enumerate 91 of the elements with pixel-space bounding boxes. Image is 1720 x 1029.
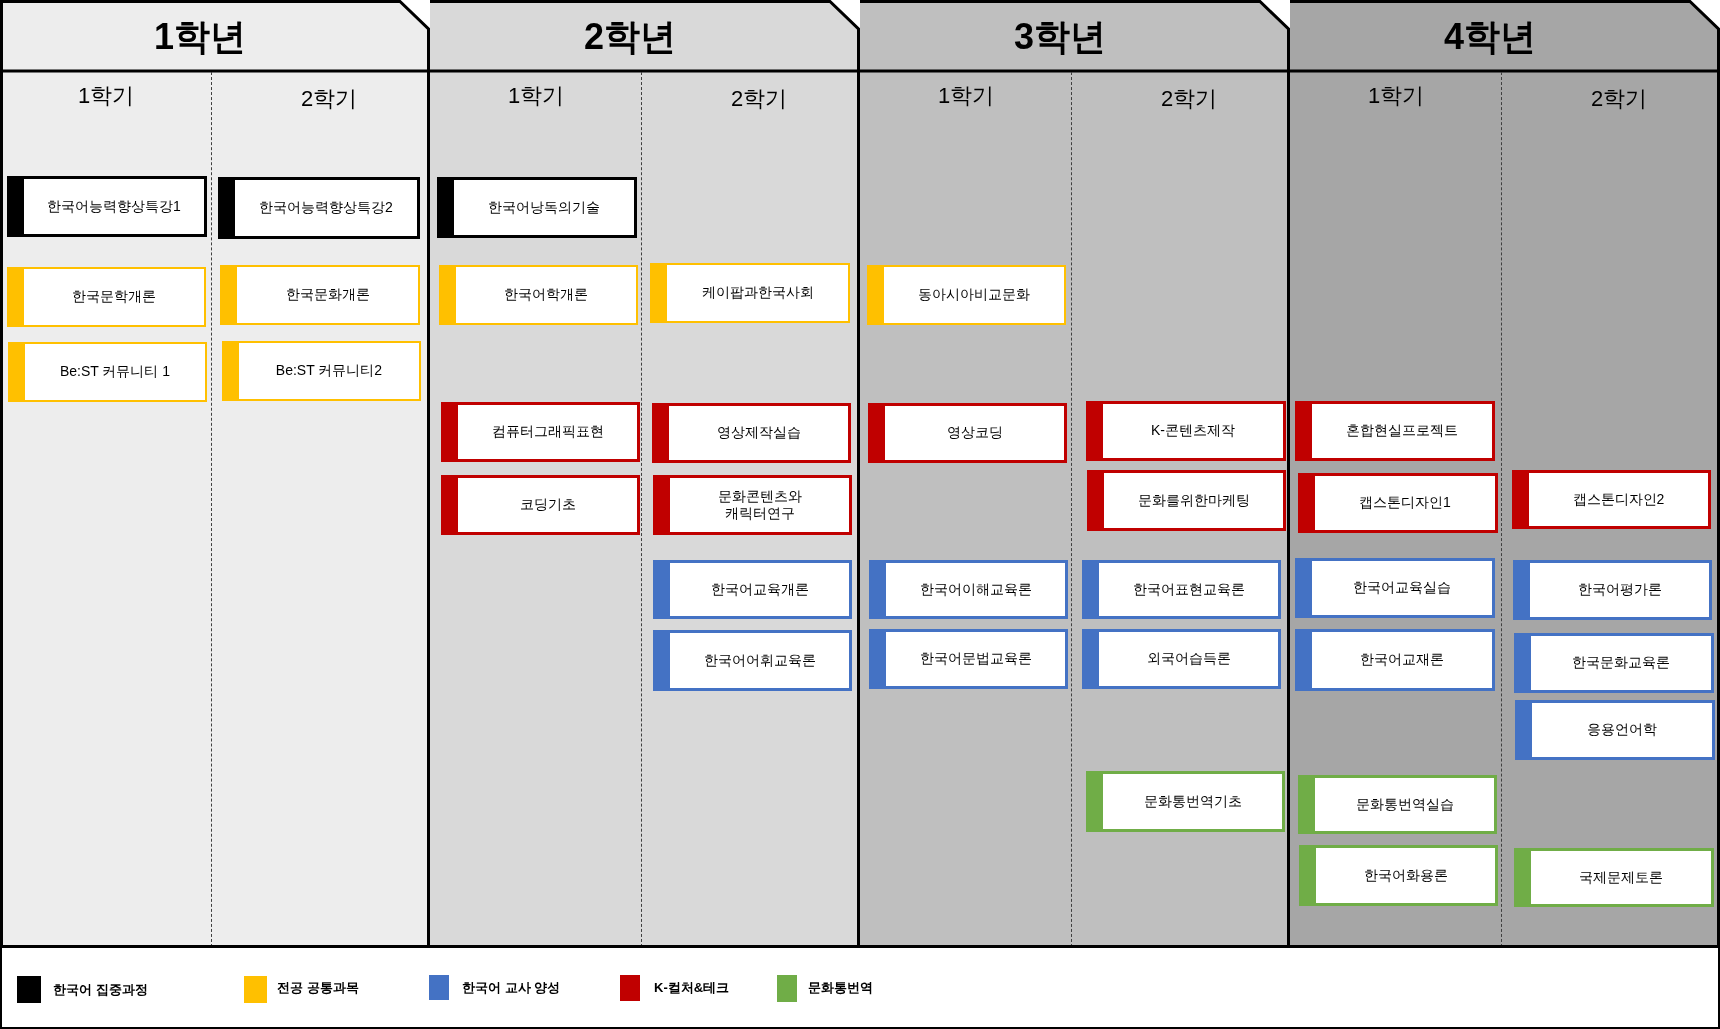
course-box xyxy=(1515,700,1715,760)
course-name: Be:ST 커뮤니티 1 xyxy=(59,363,171,381)
semester-label: 1학기 xyxy=(937,83,995,109)
course-name: 한국어표현교육론 xyxy=(1132,580,1245,599)
course-box xyxy=(222,341,421,401)
course-name: 한국어평가론 xyxy=(1577,581,1662,599)
year-heading: 1학년 xyxy=(154,16,246,58)
course-name: 캡스톤디자인1 xyxy=(1359,494,1451,512)
course-name: 한국어교재론 xyxy=(1360,651,1444,669)
course-box xyxy=(868,403,1067,463)
legend-label: 전공 공통과목 xyxy=(277,980,359,996)
course-name: 응용언어학 xyxy=(1587,721,1657,739)
course-box xyxy=(869,560,1068,619)
course-box xyxy=(441,402,640,462)
course-box xyxy=(1082,629,1281,689)
course-name: 한국어이해교육론 xyxy=(919,580,1032,599)
semester-label: 1학기 xyxy=(507,83,565,109)
course-box xyxy=(1299,845,1498,906)
course-name: 외국어습득론 xyxy=(1146,650,1231,668)
course-name: 영상코딩 xyxy=(946,424,1003,442)
legend-label: 문화통번역 xyxy=(808,980,873,996)
semester-label: 1학기 xyxy=(77,83,135,109)
semester-label: 2학기 xyxy=(1160,86,1218,112)
course-name: 한국어교육개론 xyxy=(710,580,809,599)
year-panel xyxy=(860,0,1290,947)
course-name: 한국어낭독의기술 xyxy=(488,198,600,217)
course-name: 혼합현실프로젝트 xyxy=(1346,422,1458,440)
course-name: 컴퓨터그래픽표현 xyxy=(491,423,604,441)
course-box xyxy=(1514,848,1714,907)
course-box xyxy=(653,560,852,619)
course-name: 코딩기초 xyxy=(519,496,576,514)
course-name: 한국문화개론 xyxy=(285,286,370,304)
year-heading: 4학년 xyxy=(1444,16,1536,58)
year-heading: 3학년 xyxy=(1014,16,1106,58)
year-panel xyxy=(430,0,860,947)
course-name: 한국어어휘교육론 xyxy=(703,651,816,670)
course-box xyxy=(1512,470,1711,529)
course-name: 한국어능력향상특강1 xyxy=(47,197,181,216)
course-box xyxy=(1298,775,1497,834)
course-name: 한국어학개론 xyxy=(504,286,588,304)
course-name: 국제문제토론 xyxy=(1579,868,1663,887)
course-box xyxy=(1087,470,1286,531)
year-panel xyxy=(1290,0,1720,947)
legend-label: 한국어 집중과정 xyxy=(53,982,148,998)
course-name: 영상제작실습 xyxy=(716,424,801,442)
course-box xyxy=(652,403,851,463)
semester-label: 2학기 xyxy=(730,86,788,112)
course-box xyxy=(1086,401,1286,461)
course-name: 캡스톤디자인2 xyxy=(1572,490,1665,509)
course-name: 문화콘텐츠와 캐릭터연구 xyxy=(716,487,803,523)
course-box xyxy=(441,475,640,535)
course-box xyxy=(220,265,420,325)
course-name: 한국문화교육론 xyxy=(1572,654,1670,672)
course-box xyxy=(1082,560,1281,619)
course-box xyxy=(869,629,1068,689)
course-box xyxy=(439,265,638,325)
course-box xyxy=(8,342,207,402)
course-box xyxy=(653,475,852,535)
course-name: 한국어교육실습 xyxy=(1353,579,1451,597)
course-name: 한국어문법교육론 xyxy=(919,650,1032,668)
course-name: 케이팝과한국사회 xyxy=(701,284,814,302)
course-box xyxy=(1298,473,1498,533)
course-box xyxy=(653,630,852,691)
year-panel xyxy=(0,0,430,947)
course-box xyxy=(7,267,206,327)
course-box xyxy=(650,263,850,323)
course-box xyxy=(437,177,637,238)
course-box xyxy=(1514,633,1714,693)
course-name: K-콘텐츠제작 xyxy=(1151,422,1235,440)
legend-label: K-컬처&테크 xyxy=(654,980,730,996)
semester-label: 1학기 xyxy=(1367,83,1425,109)
course-name: 문화통번역기초 xyxy=(1143,792,1242,811)
course-name: 문화통번역실습 xyxy=(1355,795,1454,814)
year-heading: 2학년 xyxy=(584,16,676,58)
course-box xyxy=(1513,560,1712,620)
course-name: 한국문학개론 xyxy=(72,288,156,306)
course-box xyxy=(1295,558,1495,618)
semester-label: 2학기 xyxy=(1590,86,1648,112)
course-name: 문화를위한마케팅 xyxy=(1137,491,1250,510)
course-box xyxy=(867,265,1066,325)
course-box xyxy=(1295,629,1495,691)
course-box xyxy=(218,177,420,239)
course-name: Be:ST 커뮤니티2 xyxy=(275,362,383,380)
course-name: 동아시아비교문화 xyxy=(918,286,1030,304)
course-box xyxy=(1295,401,1495,461)
course-box xyxy=(1086,771,1285,832)
course-name: 한국어능력향상특강2 xyxy=(259,199,393,217)
course-name: 한국어화용론 xyxy=(1363,866,1448,885)
semester-label: 2학기 xyxy=(300,86,358,112)
legend-label: 한국어 교사 양성 xyxy=(462,980,561,996)
course-box xyxy=(7,176,207,237)
